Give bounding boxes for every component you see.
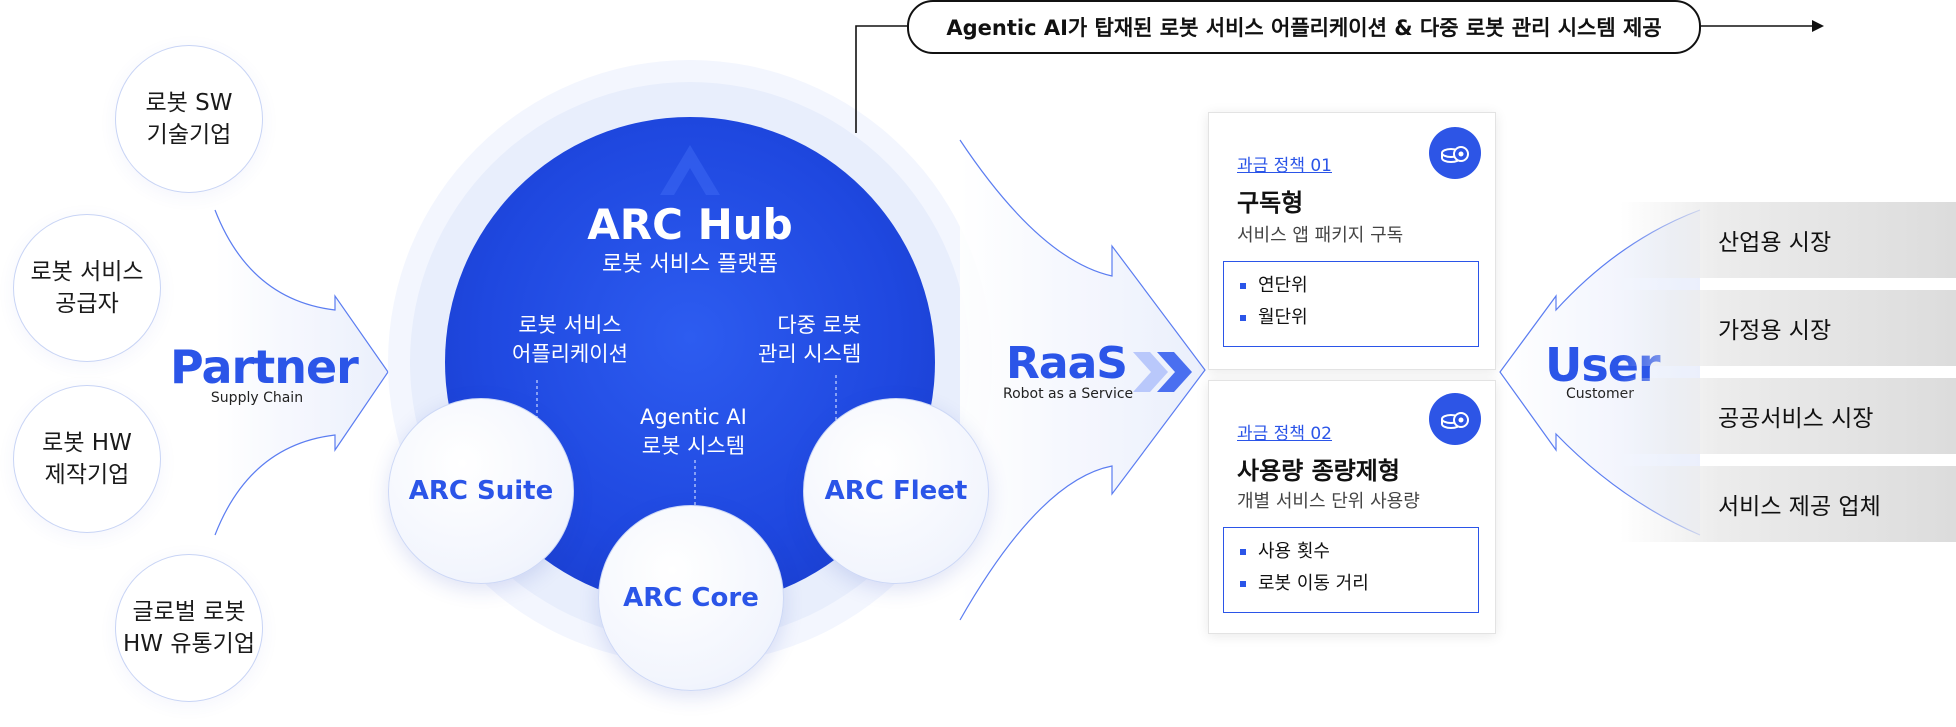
pricing-tag: 과금 정책 02 — [1237, 424, 1332, 444]
list-item: 로봇 이동 거리 — [1224, 568, 1478, 600]
market-label: 공공서비스 시장 — [1718, 406, 1874, 432]
pricing-desc: 서비스 앱 패키지 구독 — [1237, 225, 1404, 246]
hub-label-suite: 로봇 서비스 어플리케이션 — [512, 313, 628, 366]
pricing-tag: 과금 정책 01 — [1237, 156, 1332, 176]
pricing-card-2: 과금 정책 02 사용량 종량제형 개별 서비스 단위 사용량 사용 횟수 로봇… — [1208, 380, 1496, 634]
market-label: 가정용 시장 — [1718, 318, 1832, 344]
module-arc-fleet: ARC Fleet — [803, 398, 989, 584]
raas-subtitle: Robot as a Service — [1003, 386, 1134, 402]
partner-item-global: 글로벌 로봇 HW 유통기업 — [115, 554, 263, 702]
hub-label-core: Agentic AI 로봇 시스템 — [640, 405, 747, 458]
pricing-desc: 개별 서비스 단위 사용량 — [1237, 491, 1420, 512]
pricing-card-1: 과금 정책 01 구독형 서비스 앱 패키지 구독 연단위 월단위 — [1208, 112, 1496, 370]
partner-arrow — [214, 209, 389, 536]
module-arc-core: ARC Core — [598, 505, 784, 691]
market-item-industrial: 산업용 시장 — [1620, 202, 1956, 278]
arc-logo-icon — [660, 145, 720, 195]
user-subtitle: Customer — [1566, 386, 1635, 402]
top-banner: Agentic AI가 탑재된 로봇 서비스 어플리케이션 & 다중 로봇 관리… — [907, 0, 1701, 54]
partner-item-service: 로봇 서비스 공급자 — [13, 214, 161, 362]
market-item-public: 공공서비스 시장 — [1620, 378, 1956, 454]
hub-subtitle: 로봇 서비스 플랫폼 — [602, 252, 778, 277]
chevron-icon — [1133, 352, 1168, 392]
chevron-icon — [1157, 352, 1192, 392]
coin-icon — [1429, 393, 1481, 445]
market-item-provider: 서비스 제공 업체 — [1620, 466, 1956, 542]
module-arc-suite: ARC Suite — [388, 398, 574, 584]
hub-label-fleet: 다중 로봇 관리 시스템 — [758, 313, 862, 366]
market-label: 서비스 제공 업체 — [1718, 494, 1881, 520]
list-item: 사용 횟수 — [1224, 536, 1478, 568]
banner-arrowhead — [1812, 20, 1824, 32]
pricing-items: 연단위 월단위 — [1223, 261, 1479, 347]
raas-arrow — [959, 139, 1206, 621]
partner-item-sw: 로봇 SW 기술기업 — [115, 45, 263, 193]
raas-title: RaaS — [1006, 338, 1128, 389]
partner-subtitle: Supply Chain — [210, 390, 304, 406]
market-label: 산업용 시장 — [1718, 230, 1832, 256]
pricing-items: 사용 횟수 로봇 이동 거리 — [1223, 527, 1479, 613]
list-item: 월단위 — [1224, 302, 1478, 334]
partner-title: Partner — [170, 340, 359, 394]
banner-connector — [855, 25, 907, 133]
pricing-title: 구독형 — [1237, 189, 1304, 217]
partner-item-hw: 로봇 HW 제작기업 — [13, 385, 161, 533]
list-item: 연단위 — [1224, 270, 1478, 302]
hub-title: ARC Hub — [587, 200, 793, 249]
pricing-title: 사용량 종량제형 — [1237, 457, 1400, 485]
market-item-home: 가정용 시장 — [1620, 290, 1956, 366]
coin-icon — [1429, 127, 1481, 179]
